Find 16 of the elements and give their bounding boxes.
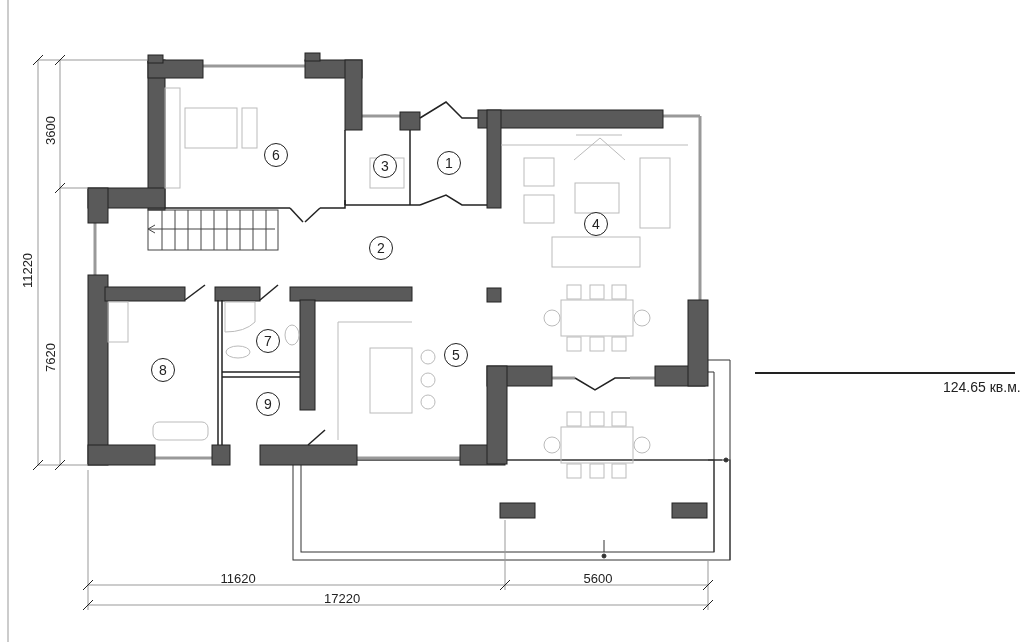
dimension-text: 3600 (43, 115, 57, 145)
room-number: 7 (256, 329, 280, 353)
dimension-text: 7620 (43, 342, 57, 372)
room-number: 5 (444, 343, 468, 367)
dimension-text: 17220 (324, 591, 361, 605)
room-number: 8 (151, 358, 175, 382)
room-number: 2 (369, 236, 393, 260)
dimension-text: 11620 (220, 571, 256, 585)
room-number: 4 (584, 212, 608, 236)
room-number: 1 (437, 151, 461, 175)
dimension-text: 5600 (583, 571, 613, 585)
room-number: 6 (264, 143, 288, 167)
room-number: 3 (373, 154, 397, 178)
area-text: 124.65 кв.м. (943, 379, 1021, 394)
room-number: 9 (256, 392, 280, 416)
dimension-text: 11220 (20, 252, 34, 288)
